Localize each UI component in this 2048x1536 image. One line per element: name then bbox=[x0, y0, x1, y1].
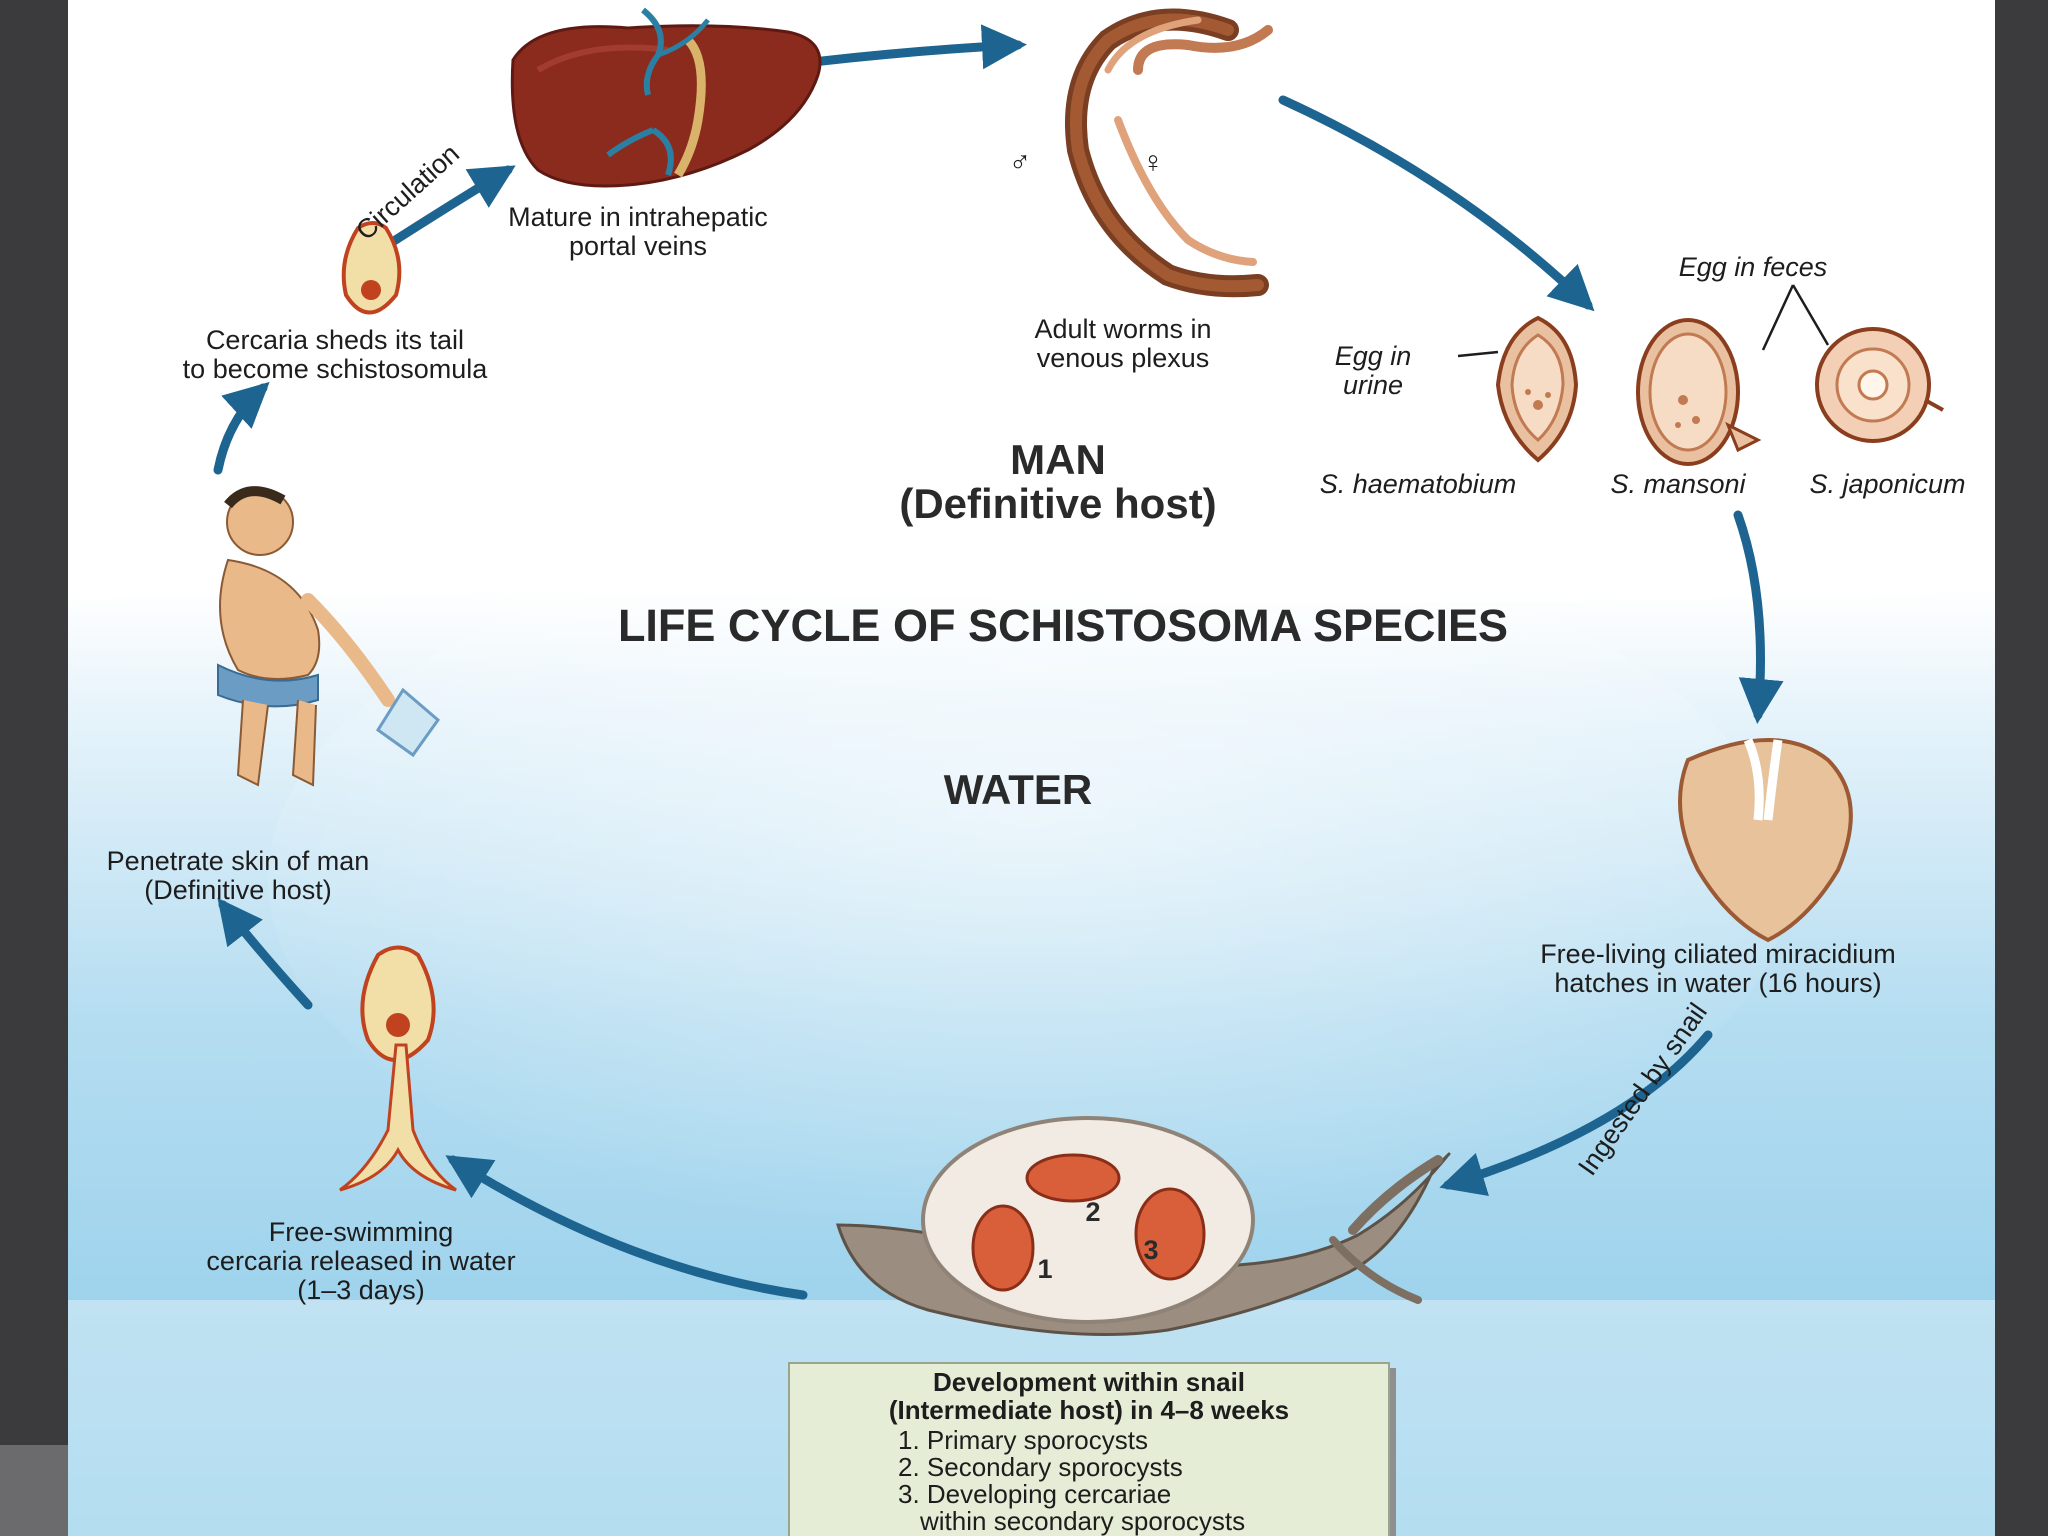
schistosomula-illustration bbox=[341, 221, 402, 315]
female-symbol: ♀ bbox=[1141, 146, 1165, 179]
egg-pointer-lines bbox=[1457, 284, 1830, 358]
water-region bbox=[68, 520, 1995, 1536]
snail-number-3: 3 bbox=[1143, 1235, 1159, 1265]
development-item-3-detail: within secondary sporocysts bbox=[920, 1506, 1246, 1536]
snail-number-2: 2 bbox=[1085, 1197, 1101, 1227]
snail-number-1: 1 bbox=[1037, 1254, 1053, 1284]
development-item-3: 3. Developing cercariae bbox=[898, 1479, 1172, 1509]
arrow-liver-to-worms bbox=[808, 24, 1027, 70]
cycle-arrows bbox=[213, 24, 1784, 1300]
egg-haematobium bbox=[1495, 315, 1579, 463]
species-mansoni: S. mansoni bbox=[1610, 469, 1746, 499]
miracidium-illustration bbox=[1678, 738, 1853, 943]
arrow-worms-to-eggs bbox=[1278, 95, 1595, 312]
egg-mansoni bbox=[1636, 318, 1762, 466]
egg-urine-label: Egg in urine bbox=[1334, 341, 1412, 400]
man-zone-subtitle: (Definitive host) bbox=[899, 480, 1217, 527]
frame-left bbox=[0, 0, 68, 1536]
liver-illustration bbox=[510, 7, 822, 188]
diagram-illustrations bbox=[68, 7, 1995, 1536]
adult-worms-illustration bbox=[1065, 8, 1273, 298]
frame-bottom-left-tab bbox=[0, 1445, 68, 1536]
arrow-circulation bbox=[378, 165, 516, 253]
man-zone-title: MAN bbox=[1010, 436, 1106, 483]
development-item-2: 2. Secondary sporocysts bbox=[898, 1452, 1183, 1482]
arrow-cercaria-to-man bbox=[217, 897, 313, 1010]
miracidium-label: Free-living ciliated miracidium hatches … bbox=[1540, 939, 1896, 998]
snail-illustration bbox=[835, 1116, 1451, 1336]
arrow-snail-to-cercaria bbox=[445, 1155, 808, 1300]
diagram-slide: Mature in intrahepatic portal veins Circ… bbox=[68, 0, 1995, 1536]
development-title: Development within snail (Intermediate h… bbox=[888, 1367, 1290, 1425]
man-illustration bbox=[217, 486, 441, 787]
male-symbol: ♂ bbox=[1008, 146, 1032, 179]
schistosomula-label: Cercaria sheds its tail to become schist… bbox=[182, 325, 488, 384]
cercaria-illustration bbox=[339, 945, 457, 1192]
species-japonicum: S. japonicum bbox=[1809, 469, 1966, 499]
development-box: Development within snail (Intermediate h… bbox=[788, 1362, 1390, 1536]
penetrate-skin-label: Penetrate skin of man (Definitive host) bbox=[106, 846, 370, 905]
adult-worms-label: Adult worms in venous plexus bbox=[1034, 314, 1212, 373]
frame-right bbox=[1995, 0, 2048, 1536]
egg-feces-label: Egg in feces bbox=[1678, 252, 1828, 282]
species-haematobium: S. haematobium bbox=[1319, 469, 1517, 499]
arrow-eggs-to-miracidium bbox=[1733, 510, 1784, 724]
development-item-1: 1. Primary sporocysts bbox=[898, 1425, 1148, 1455]
arrow-man-to-schistosomula bbox=[213, 381, 270, 475]
diagram-title: LIFE CYCLE OF SCHISTOSOMA SPECIES bbox=[617, 600, 1509, 651]
free-swimming-cercaria-label: Free-swimming cercaria released in water… bbox=[206, 1217, 516, 1305]
liver-label: Mature in intrahepatic portal veins bbox=[508, 202, 768, 261]
egg-japonicum bbox=[1815, 327, 1944, 443]
arrow-miracidium-to-snail bbox=[1439, 1030, 1713, 1196]
water-zone-title: WATER bbox=[943, 766, 1093, 813]
